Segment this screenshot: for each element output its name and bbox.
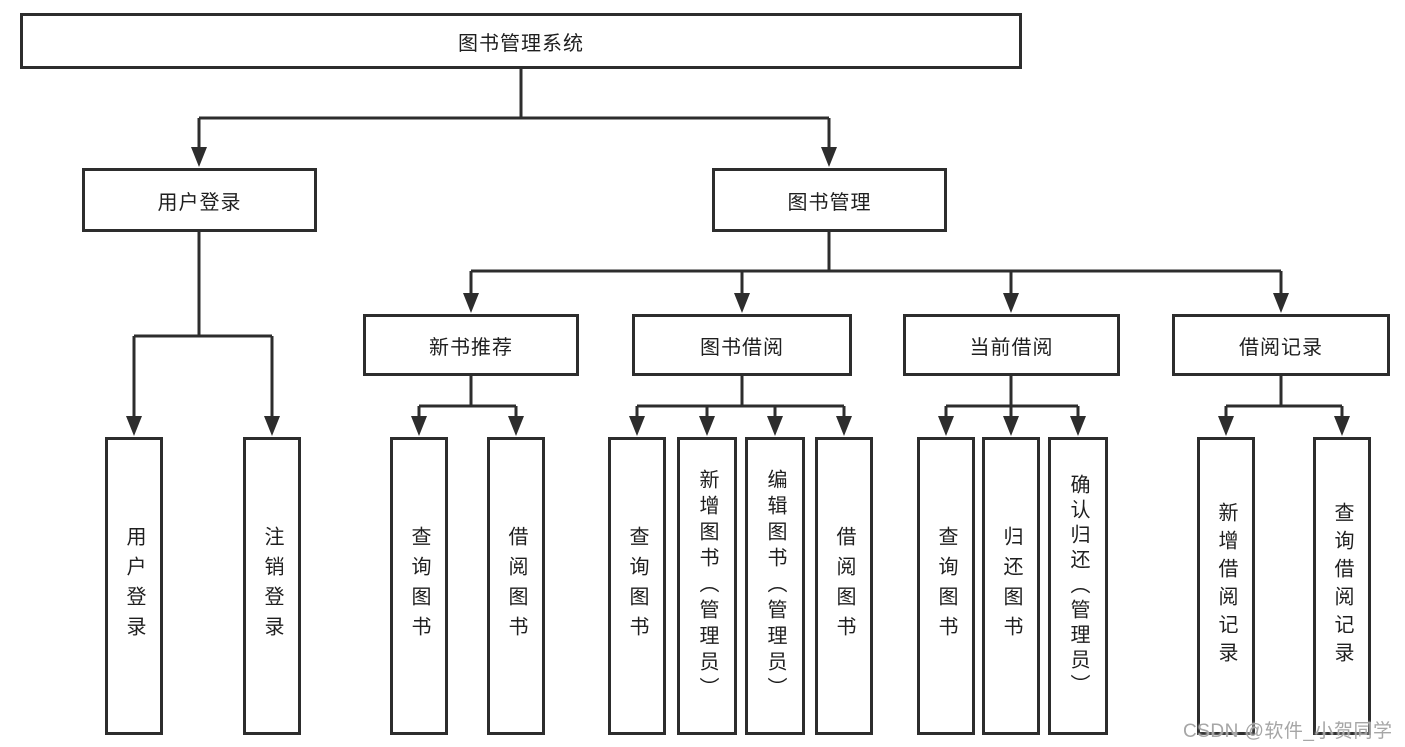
leaf-nb-query-books-label: 查询图书 (408, 526, 430, 646)
leaf-nb-borrow-books: 借阅图书 (487, 437, 545, 735)
node-book-borrowing-label: 图书借阅 (700, 336, 784, 359)
leaf-user-login: 用户登录 (105, 437, 163, 735)
leaf-br-add-record: 新增借阅记录 (1197, 437, 1255, 735)
leaf-bb-query-books: 查询图书 (608, 437, 666, 735)
leaf-bb-add-books: 新增图书（管理员） (677, 437, 737, 735)
leaf-br-add-record-label: 新增借阅记录 (1215, 502, 1237, 670)
leaf-logout-label: 注销登录 (261, 526, 283, 646)
leaf-logout: 注销登录 (243, 437, 301, 735)
node-book-management: 图书管理 (712, 168, 947, 232)
node-user-login-label: 用户登录 (157, 191, 242, 214)
leaf-cb-return-books-label: 归还图书 (1000, 526, 1022, 646)
leaf-bb-add-books-label: 新增图书（管理员） (696, 469, 718, 703)
leaf-bb-edit-books: 编辑图书（管理员） (745, 437, 805, 735)
leaf-bb-borrow-books: 借阅图书 (815, 437, 873, 735)
node-user-login: 用户登录 (82, 168, 317, 232)
node-current-borrowing: 当前借阅 (903, 314, 1120, 376)
leaf-cb-query-books-label: 查询图书 (935, 526, 957, 646)
leaf-bb-borrow-books-label: 借阅图书 (833, 526, 855, 646)
leaf-user-login-label: 用户登录 (123, 526, 145, 646)
leaf-br-query-record-label: 查询借阅记录 (1331, 502, 1353, 670)
leaf-cb-query-books: 查询图书 (917, 437, 975, 735)
leaf-bb-query-books-label: 查询图书 (626, 526, 648, 646)
leaf-nb-query-books: 查询图书 (390, 437, 448, 735)
node-root-label: 图书管理系统 (458, 32, 584, 55)
node-new-book-recommend-label: 新书推荐 (429, 336, 513, 359)
node-borrowing-records-label: 借阅记录 (1239, 336, 1323, 359)
leaf-br-query-record: 查询借阅记录 (1313, 437, 1371, 735)
node-borrowing-records: 借阅记录 (1172, 314, 1390, 376)
node-new-book-recommend: 新书推荐 (363, 314, 579, 376)
leaf-nb-borrow-books-label: 借阅图书 (505, 526, 527, 646)
leaf-cb-confirm-return-label: 确认归还（管理员） (1067, 473, 1089, 699)
node-root: 图书管理系统 (20, 13, 1022, 69)
node-book-management-label: 图书管理 (787, 191, 872, 214)
leaf-cb-return-books: 归还图书 (982, 437, 1040, 735)
node-current-borrowing-label: 当前借阅 (969, 336, 1054, 359)
watermark: CSDN @软件_小贺同学 (1183, 721, 1393, 742)
node-book-borrowing: 图书借阅 (632, 314, 852, 376)
leaf-cb-confirm-return: 确认归还（管理员） (1048, 437, 1108, 735)
leaf-bb-edit-books-label: 编辑图书（管理员） (764, 469, 786, 703)
